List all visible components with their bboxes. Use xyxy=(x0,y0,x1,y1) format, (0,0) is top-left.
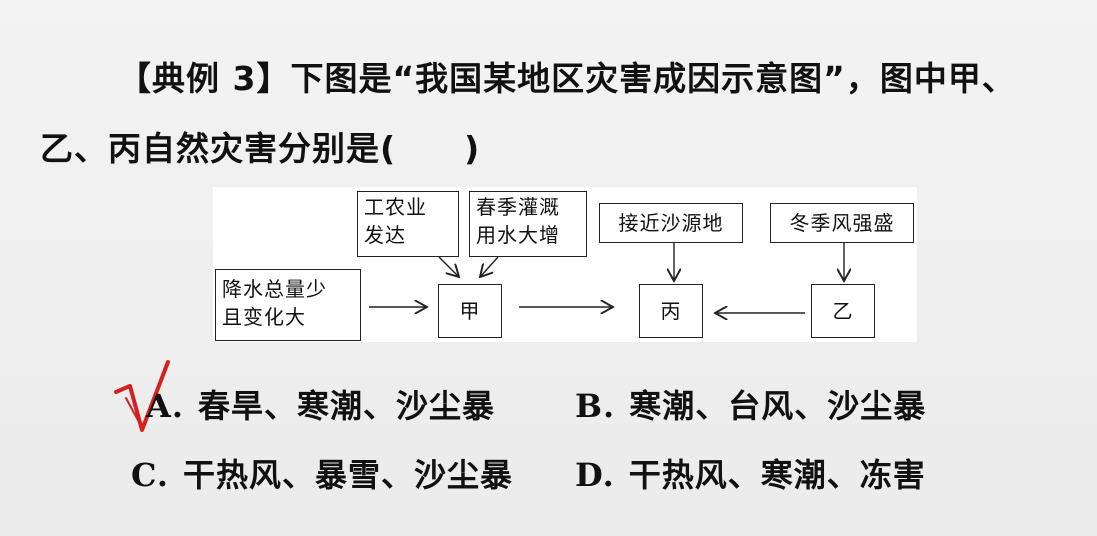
question-text-1: 下图是“我国某地区灾害成因示意图”，图中甲、 xyxy=(290,59,1016,98)
box-irrigation-line-1: 春季灌溉 xyxy=(476,195,560,219)
option-b[interactable]: B. 寒潮、台风、沙尘暴 xyxy=(575,381,926,427)
option-d-letter: D. xyxy=(575,456,615,494)
question-line-1: 【典例 3】下图是“我国某地区灾害成因示意图”，图中甲、 xyxy=(118,52,1016,100)
option-a-letter: A. xyxy=(146,387,184,425)
box-low-precipitation: 降水总量少 且变化大 xyxy=(215,269,361,341)
option-c-text: 干热风、暴雪、沙尘暴 xyxy=(183,456,514,494)
option-a[interactable]: A. 春旱、寒潮、沙尘暴 xyxy=(146,381,495,427)
question-text-2: 乙、丙自然灾害分别是( xyxy=(40,129,397,168)
option-c-letter: C. xyxy=(131,456,170,494)
arrow-irrigation-to-jia xyxy=(480,256,499,277)
option-b-text: 寒潮、台风、沙尘暴 xyxy=(629,387,927,425)
box-industry-line-1: 工农业 xyxy=(364,195,427,219)
box-yi: 乙 xyxy=(811,284,875,338)
box-bing: 丙 xyxy=(639,284,703,338)
option-d-text: 干热风、寒潮、冻害 xyxy=(628,456,926,494)
option-b-letter: B. xyxy=(575,387,616,425)
box-spring-irrigation: 春季灌溉 用水大增 xyxy=(469,191,587,257)
box-strong-winter-monsoon: 冬季风强盛 xyxy=(770,203,914,243)
check-mark-icon xyxy=(114,360,170,432)
question-line-2: 乙、丙自然灾害分别是() xyxy=(40,122,480,170)
box-jia: 甲 xyxy=(438,284,502,338)
example-tag: 【典例 3】 xyxy=(118,59,291,98)
option-c[interactable]: C. 干热风、暴雪、沙尘暴 xyxy=(131,450,513,496)
box-industry-line-2: 发达 xyxy=(364,223,406,247)
arrow-industry-to-jia xyxy=(438,256,459,277)
disaster-cause-diagram: 工农业 发达 春季灌溉 用水大增 降水总量少 且变化大 甲 丙 乙 接近沙源地 … xyxy=(213,187,917,342)
option-a-text: 春旱、寒潮、沙尘暴 xyxy=(197,387,495,425)
box-industry-developed: 工农业 发达 xyxy=(357,191,459,257)
option-d[interactable]: D. 干热风、寒潮、冻害 xyxy=(575,450,926,496)
question-text-2-end: ) xyxy=(464,129,481,168)
diagram-arrows xyxy=(369,243,917,342)
box-precip-line-1: 降水总量少 xyxy=(222,277,327,301)
box-near-sand-source: 接近沙源地 xyxy=(599,203,743,243)
box-precip-line-2: 且变化大 xyxy=(222,305,306,329)
box-irrigation-line-2: 用水大增 xyxy=(476,223,560,247)
